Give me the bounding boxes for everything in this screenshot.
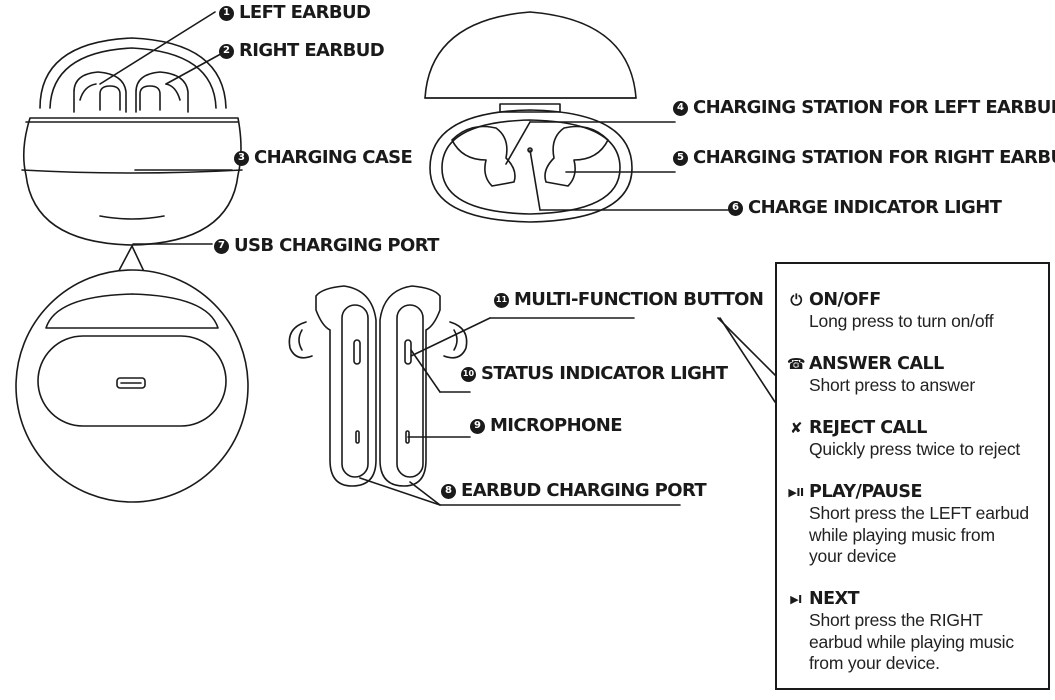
label-text: RIGHT EARBUD (239, 40, 385, 61)
label-right-earbud: 2 RIGHT EARBUD (219, 40, 385, 61)
callout-number: 4 (673, 100, 688, 116)
label-charging-station-left: 4 CHARGING STATION FOR LEFT EARBUD (673, 98, 1055, 118)
callout-number: 8 (441, 483, 456, 499)
function-description: Short press to answer (809, 375, 976, 395)
label-text: CHARGE INDICATOR LIGHT (748, 197, 1002, 218)
label-charging-station-right: 5 CHARGING STATION FOR RIGHT EARBUD (673, 148, 1055, 168)
closed-case-with-earbuds (21, 37, 243, 246)
callout-number: 1 (219, 5, 234, 21)
label-text: CHARGING CASE (254, 147, 413, 168)
callout-number: 7 (214, 238, 229, 254)
label-text: CHARGING STATION FOR LEFT EARBUD (693, 97, 1055, 118)
function-answer-call: ☎ ANSWER CALL Short press to answer (783, 354, 1047, 397)
function-title: NEXT (809, 589, 860, 609)
function-reject-call: ✘ REJECT CALL Quickly press twice to rej… (783, 418, 1047, 461)
function-play-pause: ▶II PLAY/PAUSE Short press the LEFT earb… (783, 482, 1047, 568)
label-charging-case: 3 CHARGING CASE (234, 147, 413, 168)
label-text: EARBUD CHARGING PORT (461, 480, 707, 501)
callout-number: 2 (219, 43, 234, 59)
power-icon: ⏻ (790, 291, 802, 309)
function-description: Long press to turn on/off (809, 311, 994, 331)
function-on-off: ⏻ ON/OFF Long press to turn on/off (783, 290, 1047, 333)
label-text: LEFT EARBUD (239, 2, 371, 23)
label-text: MICROPHONE (490, 415, 623, 436)
callout-number: 11 (494, 292, 509, 308)
phone-icon: ☎ (786, 355, 806, 373)
label-earbud-charging-port: 8 EARBUD CHARGING PORT (441, 480, 707, 501)
label-left-earbud: 1 LEFT EARBUD (219, 2, 371, 23)
function-title: PLAY/PAUSE (809, 482, 922, 502)
callout-number: 10 (461, 366, 476, 382)
open-case-top-view (424, 11, 637, 223)
function-title: ANSWER CALL (809, 354, 944, 374)
label-usb-charging-port: 7 USB CHARGING PORT (214, 236, 439, 256)
function-next: ▶I NEXT Short press the RIGHT earbud whi… (783, 589, 1047, 675)
label-multi-function-button: 11 MULTI-FUNCTION BUTTON (494, 289, 764, 310)
label-text: USB CHARGING PORT (234, 235, 439, 256)
function-description: Quickly press twice to reject (809, 439, 1021, 459)
label-status-indicator-light: 10 STATUS INDICATOR LIGHT (461, 363, 728, 384)
callout-number: 6 (728, 200, 743, 216)
label-text: MULTI-FUNCTION BUTTON (514, 289, 764, 310)
function-title: ON/OFF (809, 290, 881, 310)
function-title: REJECT CALL (809, 418, 927, 438)
label-charge-indicator-light: 6 CHARGE INDICATOR LIGHT (728, 197, 1002, 218)
function-description: Short press the LEFT earbud while playin… (809, 503, 1029, 566)
reject-call-icon: ✘ (789, 419, 803, 437)
label-text: STATUS INDICATOR LIGHT (481, 363, 728, 384)
case-bottom-view (15, 245, 249, 503)
next-track-icon: ▶I (790, 593, 802, 606)
callout-number: 3 (234, 150, 249, 166)
earbuds-pair-view (288, 285, 468, 487)
button-functions-panel: ⏻ ON/OFF Long press to turn on/off ☎ ANS… (775, 262, 1050, 690)
callout-number: 5 (673, 150, 688, 166)
label-microphone: 9 MICROPHONE (470, 415, 623, 436)
label-text: CHARGING STATION FOR RIGHT EARBUD (693, 147, 1055, 168)
callout-number: 9 (470, 418, 485, 434)
play-pause-icon: ▶II (788, 486, 804, 499)
function-description: Short press the RIGHT earbud while playi… (809, 610, 1014, 673)
